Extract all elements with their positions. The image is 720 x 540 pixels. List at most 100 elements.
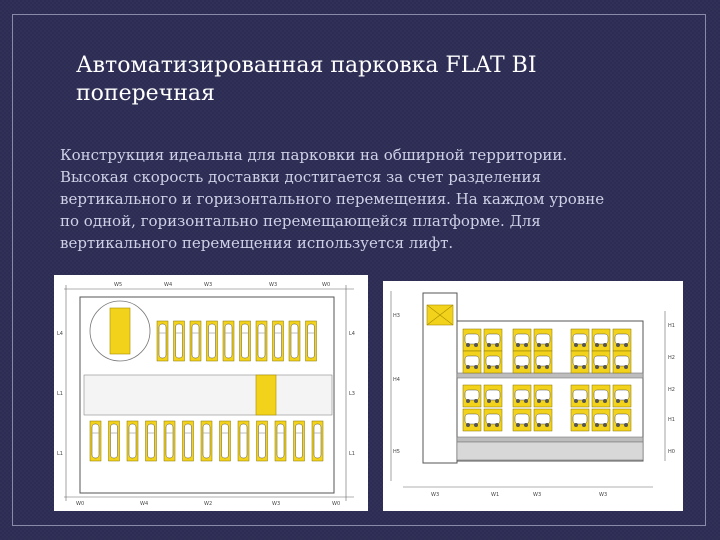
car-wheel bbox=[524, 423, 528, 427]
parking-stall bbox=[108, 420, 120, 462]
parking-stall bbox=[189, 320, 202, 362]
car-outline bbox=[110, 423, 118, 459]
car-wheel bbox=[516, 399, 520, 403]
car-side bbox=[535, 413, 551, 425]
section-bottom-dimension: W3 bbox=[431, 492, 439, 498]
section-left-dimension: H3 bbox=[393, 313, 400, 319]
car-outline bbox=[290, 323, 299, 359]
car-wheel bbox=[574, 423, 578, 427]
car-wheel bbox=[582, 343, 586, 347]
plan-top-dimension: W3 bbox=[269, 282, 277, 288]
section-stall bbox=[483, 384, 503, 408]
plan-right-dimension: L1 bbox=[349, 451, 355, 457]
section-bottom-dimension: W3 bbox=[599, 492, 607, 498]
section-stall bbox=[570, 384, 590, 408]
description-line-2: Высокая скорость доставки достигается за… bbox=[60, 168, 541, 186]
car-side bbox=[593, 333, 609, 345]
car-wheel bbox=[624, 423, 628, 427]
parking-stall bbox=[274, 420, 287, 462]
car-wheel bbox=[624, 343, 628, 347]
description-line-1: Конструкция идеальна для парковки на обш… bbox=[60, 146, 568, 164]
car-side bbox=[535, 355, 551, 367]
description-line-3: вертикального и горизонтального перемеще… bbox=[60, 190, 605, 208]
car-wheel bbox=[474, 343, 478, 347]
car-outline bbox=[307, 323, 315, 359]
car-wheel bbox=[474, 423, 478, 427]
car-wheel bbox=[582, 399, 586, 403]
car-side bbox=[485, 413, 501, 425]
car-wheel bbox=[516, 343, 520, 347]
car-wheel bbox=[545, 343, 549, 347]
car-outline bbox=[257, 323, 266, 359]
car-wheel bbox=[474, 365, 478, 369]
plan-bottom-dimension: W3 bbox=[272, 501, 280, 507]
plan-top-dimension: W0 bbox=[322, 282, 330, 288]
plan-left-dimension: L1 bbox=[57, 451, 63, 457]
car-outline bbox=[128, 423, 137, 459]
parking-stall bbox=[255, 320, 268, 362]
car-side bbox=[614, 333, 630, 345]
car-side bbox=[485, 389, 501, 401]
section-stall bbox=[533, 408, 553, 432]
car-wheel bbox=[516, 423, 520, 427]
car-outline bbox=[276, 423, 285, 459]
car-side bbox=[572, 355, 588, 367]
car-wheel bbox=[603, 365, 607, 369]
car-wheel bbox=[524, 343, 528, 347]
section-right-dimension: H1 bbox=[668, 323, 675, 329]
description-line-5: вертикального перемещения используется л… bbox=[60, 234, 454, 252]
car-outline bbox=[241, 323, 249, 359]
parking-stall bbox=[288, 320, 301, 362]
parking-stall bbox=[311, 420, 324, 462]
car-outline bbox=[91, 423, 100, 459]
section-stall bbox=[570, 328, 590, 352]
car-side bbox=[572, 413, 588, 425]
car-wheel bbox=[516, 365, 520, 369]
section-stall bbox=[612, 350, 632, 374]
plan-left-dimension: L4 bbox=[57, 331, 63, 337]
car-wheel bbox=[466, 399, 470, 403]
car-wheel bbox=[595, 423, 599, 427]
parking-stall bbox=[237, 420, 250, 462]
car-outline bbox=[221, 423, 229, 459]
car-side bbox=[514, 333, 530, 345]
car-wheel bbox=[537, 423, 541, 427]
car-outline bbox=[313, 423, 322, 459]
plan-top-dimension: W3 bbox=[204, 282, 212, 288]
plan-right-dimension: L3 bbox=[349, 391, 355, 397]
car-side bbox=[535, 333, 551, 345]
section-stall bbox=[591, 408, 611, 432]
slide-title: Автоматизированная парковка FLAT BI попе… bbox=[76, 52, 636, 108]
car-wheel bbox=[595, 399, 599, 403]
plan-top-dimension: W5 bbox=[114, 282, 122, 288]
car-side bbox=[614, 413, 630, 425]
section-stall bbox=[533, 350, 553, 374]
parking-stall bbox=[219, 420, 231, 462]
section-stall bbox=[612, 384, 632, 408]
car-wheel bbox=[487, 343, 491, 347]
section-stall bbox=[483, 350, 503, 374]
section-stall bbox=[512, 408, 532, 432]
car-wheel bbox=[545, 365, 549, 369]
lift-turntable bbox=[89, 300, 151, 362]
car-wheel bbox=[495, 365, 499, 369]
car-side bbox=[464, 355, 480, 367]
section-stall bbox=[512, 350, 532, 374]
plan-top-dimension: W4 bbox=[164, 282, 172, 288]
car-wheel bbox=[603, 423, 607, 427]
car-wheel bbox=[466, 365, 470, 369]
car-outline bbox=[208, 323, 216, 359]
car-wheel bbox=[574, 399, 578, 403]
parking-stall bbox=[163, 420, 176, 462]
parking-stall bbox=[272, 320, 284, 362]
car-side bbox=[572, 389, 588, 401]
section-stall bbox=[570, 350, 590, 374]
parking-stall bbox=[145, 420, 157, 462]
car-outline bbox=[165, 423, 174, 459]
car-wheel bbox=[582, 423, 586, 427]
parking-stall bbox=[239, 320, 251, 362]
parking-stall bbox=[256, 420, 268, 462]
car-wheel bbox=[524, 399, 528, 403]
